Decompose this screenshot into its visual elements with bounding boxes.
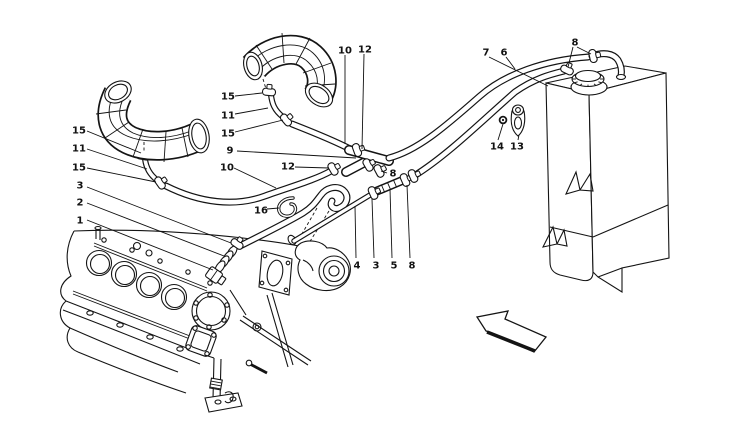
leader-line: [236, 150, 357, 159]
bracket-screw: [498, 115, 508, 125]
leader-line: [233, 167, 277, 189]
callout-8: 8: [390, 169, 397, 180]
callout-15: 15: [72, 163, 86, 174]
leader-line: [389, 188, 393, 259]
callout-12: 12: [281, 162, 295, 173]
leader-line: [86, 130, 142, 154]
callout-7: 7: [483, 48, 490, 59]
leader-line: [234, 92, 263, 97]
callout-1: 1: [77, 216, 84, 227]
tank-hoses: [385, 50, 627, 180]
callout-11: 11: [72, 144, 86, 155]
callout-11: 11: [221, 111, 235, 122]
support-bracket: [510, 104, 526, 137]
leader-line: [567, 46, 574, 68]
callout-10: 10: [220, 163, 234, 174]
tank-filler-cap: [570, 69, 608, 96]
oil-tank: [541, 65, 670, 293]
callout-15: 15: [221, 92, 235, 103]
breather-union-fitting: [205, 245, 238, 286]
tank-bracket-upper: [565, 170, 594, 195]
callout-15: 15: [221, 129, 235, 140]
callout-8: 8: [409, 261, 416, 272]
leader-line: [234, 119, 284, 133]
leader-line: [86, 219, 214, 271]
callout-2: 2: [77, 198, 84, 209]
tank-bracket-lower: [541, 225, 568, 248]
leader-line: [86, 186, 232, 244]
blow-by-hose-left: [142, 156, 335, 206]
leader-line: [406, 184, 411, 259]
engine-block: [59, 225, 351, 413]
callout-8: 8: [572, 38, 579, 49]
leader-line: [266, 207, 280, 210]
leader-line: [517, 134, 520, 141]
callout-6: 6: [501, 48, 508, 59]
callout-13: 13: [510, 142, 524, 153]
leader-line: [488, 56, 549, 87]
intake-elbow-right: [242, 32, 337, 108]
leader-line: [371, 198, 375, 259]
callout-5: 5: [391, 261, 398, 272]
leader-line: [505, 56, 516, 70]
callout-3: 3: [77, 181, 84, 192]
leader-line: [380, 170, 388, 174]
direction-arrow-icon: [475, 310, 548, 353]
oil-vapour-pipe: [287, 176, 406, 246]
intake-elbow-left: [95, 80, 210, 163]
callout-16: 16: [254, 206, 268, 217]
callout-14: 14: [490, 142, 504, 153]
callout-10: 10: [338, 46, 352, 57]
tank-left-face: [545, 82, 594, 282]
callout-15: 15: [72, 126, 86, 137]
leader-line: [86, 167, 157, 183]
callout-4: 4: [354, 261, 361, 272]
leader-line: [354, 205, 357, 259]
hose-hook-bracket: [276, 196, 298, 218]
leader-line: [86, 202, 225, 257]
leader-line: [576, 46, 592, 55]
tank-right-face: [588, 72, 670, 293]
leader-line: [294, 166, 330, 169]
leader-line: [361, 53, 365, 150]
leader-line: [234, 107, 269, 115]
callout-9: 9: [227, 146, 234, 157]
callout-12: 12: [358, 45, 372, 56]
leader-line: [86, 148, 148, 170]
callout-3: 3: [373, 261, 380, 272]
leader-line: [497, 123, 504, 141]
